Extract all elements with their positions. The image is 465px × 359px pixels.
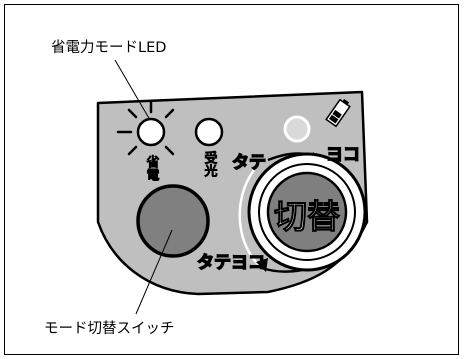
portrait-label: タテ [232, 153, 266, 173]
rotation-arc-outer [238, 169, 263, 269]
power-save-led-callout: 省電力モードLED [51, 40, 167, 56]
power-save-indicator-label: 省電 [144, 154, 161, 182]
arrow-head-bottom-icon [256, 258, 268, 272]
landscape-label: ヨコ [326, 145, 360, 165]
power-save-led-icon [116, 100, 175, 156]
receiver-led-icon [194, 117, 224, 147]
toggle-button-label: 切替 [274, 197, 340, 236]
portrait-landscape-label: タテヨコ [197, 253, 265, 273]
unlit-led-icon [283, 115, 311, 143]
orientation-toggle-button[interactable]: 切替 [247, 152, 367, 272]
mode-switch-callout: モード切替スイッチ [44, 321, 175, 337]
mode-switch-button[interactable] [136, 184, 210, 258]
led-leader-line [114, 59, 151, 121]
receiver-indicator-label: 受光 [202, 150, 219, 178]
battery-icon [325, 98, 351, 128]
switch-leader-line [135, 229, 173, 315]
